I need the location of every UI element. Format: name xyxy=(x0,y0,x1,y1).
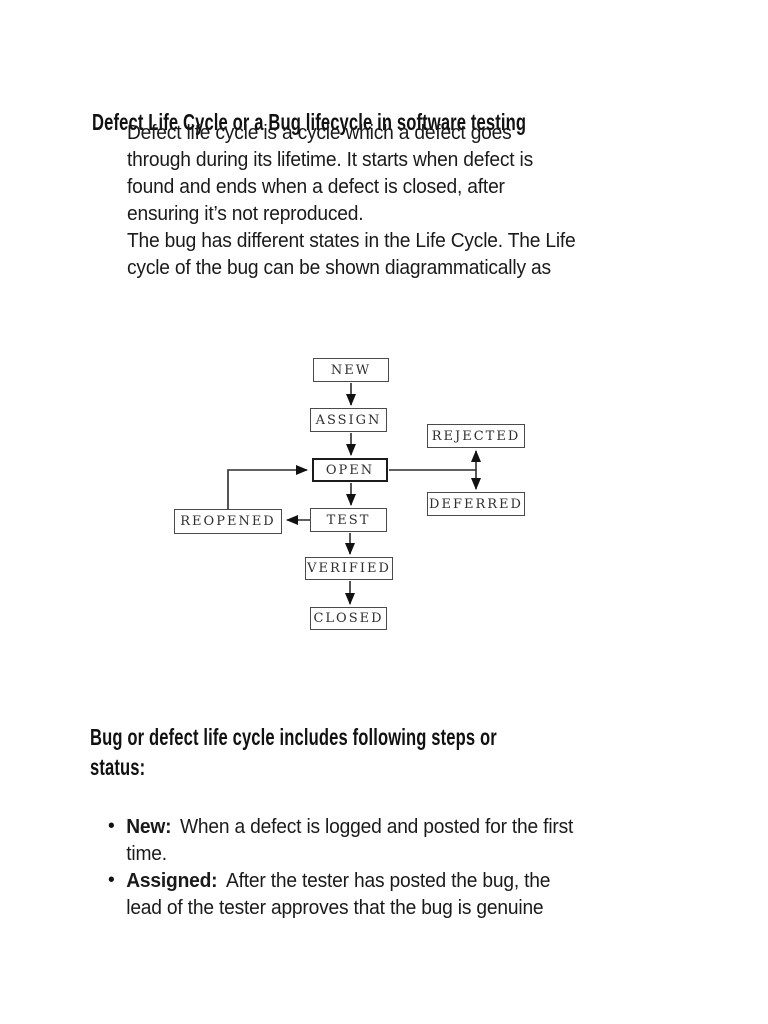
intro-line: found and ends when a defect is closed, … xyxy=(127,176,505,198)
intro-line: Defect life cycle is a cycle which a def… xyxy=(127,122,512,144)
bullet-text: When a defect is logged and posted for t… xyxy=(179,816,574,838)
diagram-node-open: OPEN xyxy=(312,458,388,482)
intro-line: ensuring it’s not reproduced. xyxy=(127,203,364,225)
bullet-term: Assigned: xyxy=(126,870,218,892)
diagram-node-new: NEW xyxy=(313,358,389,382)
diagram-node-reopened: REOPENED xyxy=(174,509,282,534)
bullet-line: lead of the tester approves that the bug… xyxy=(126,897,544,919)
arrow-reopened-open xyxy=(227,465,308,509)
bullet-term: New: xyxy=(126,816,172,838)
intro-paragraph: Defect life cycle is a cycle which a def… xyxy=(127,120,576,282)
intro-line: cycle of the bug can be shown diagrammat… xyxy=(127,257,551,279)
bullet-line: Assigned: After the tester has posted the… xyxy=(126,868,573,895)
list-item: • New: When a defect is logged and posted… xyxy=(108,814,573,868)
lifecycle-diagram: NEW ASSIGN OPEN REJECTED DEFERRED TEST R… xyxy=(0,350,768,645)
bullet-line: time. xyxy=(126,843,167,865)
bullet-text: After the tester has posted the bug, the xyxy=(225,870,551,892)
intro-line: The bug has different states in the Life… xyxy=(127,230,576,252)
bullet-line: New: When a defect is logged and posted f… xyxy=(126,814,573,841)
intro-line: through during its lifetime. It starts w… xyxy=(127,149,534,171)
bullet-icon: • xyxy=(108,815,115,837)
status-bullet-list: • New: When a defect is logged and posted… xyxy=(108,814,593,922)
diagram-node-verified: VERIFIED xyxy=(305,557,393,580)
section-heading-line: Bug or defect life cycle includes follow… xyxy=(90,724,497,751)
diagram-node-deferred: DEFERRED xyxy=(427,492,525,516)
section-heading: Bug or defect life cycle includes follow… xyxy=(90,722,497,782)
diagram-connectors-svg xyxy=(227,383,481,605)
doc-title: Defect Life Cycle or a Bug lifecycle in … xyxy=(92,109,527,136)
section-heading-line: status: xyxy=(90,754,146,781)
diagram-node-test: TEST xyxy=(310,508,387,532)
diagram-node-assign: ASSIGN xyxy=(310,408,387,432)
diagram-node-rejected: REJECTED xyxy=(427,424,525,448)
list-item: • Assigned: After the tester has posted t… xyxy=(108,868,573,922)
diagram-node-closed: CLOSED xyxy=(310,607,387,630)
bullet-icon: • xyxy=(108,869,115,891)
